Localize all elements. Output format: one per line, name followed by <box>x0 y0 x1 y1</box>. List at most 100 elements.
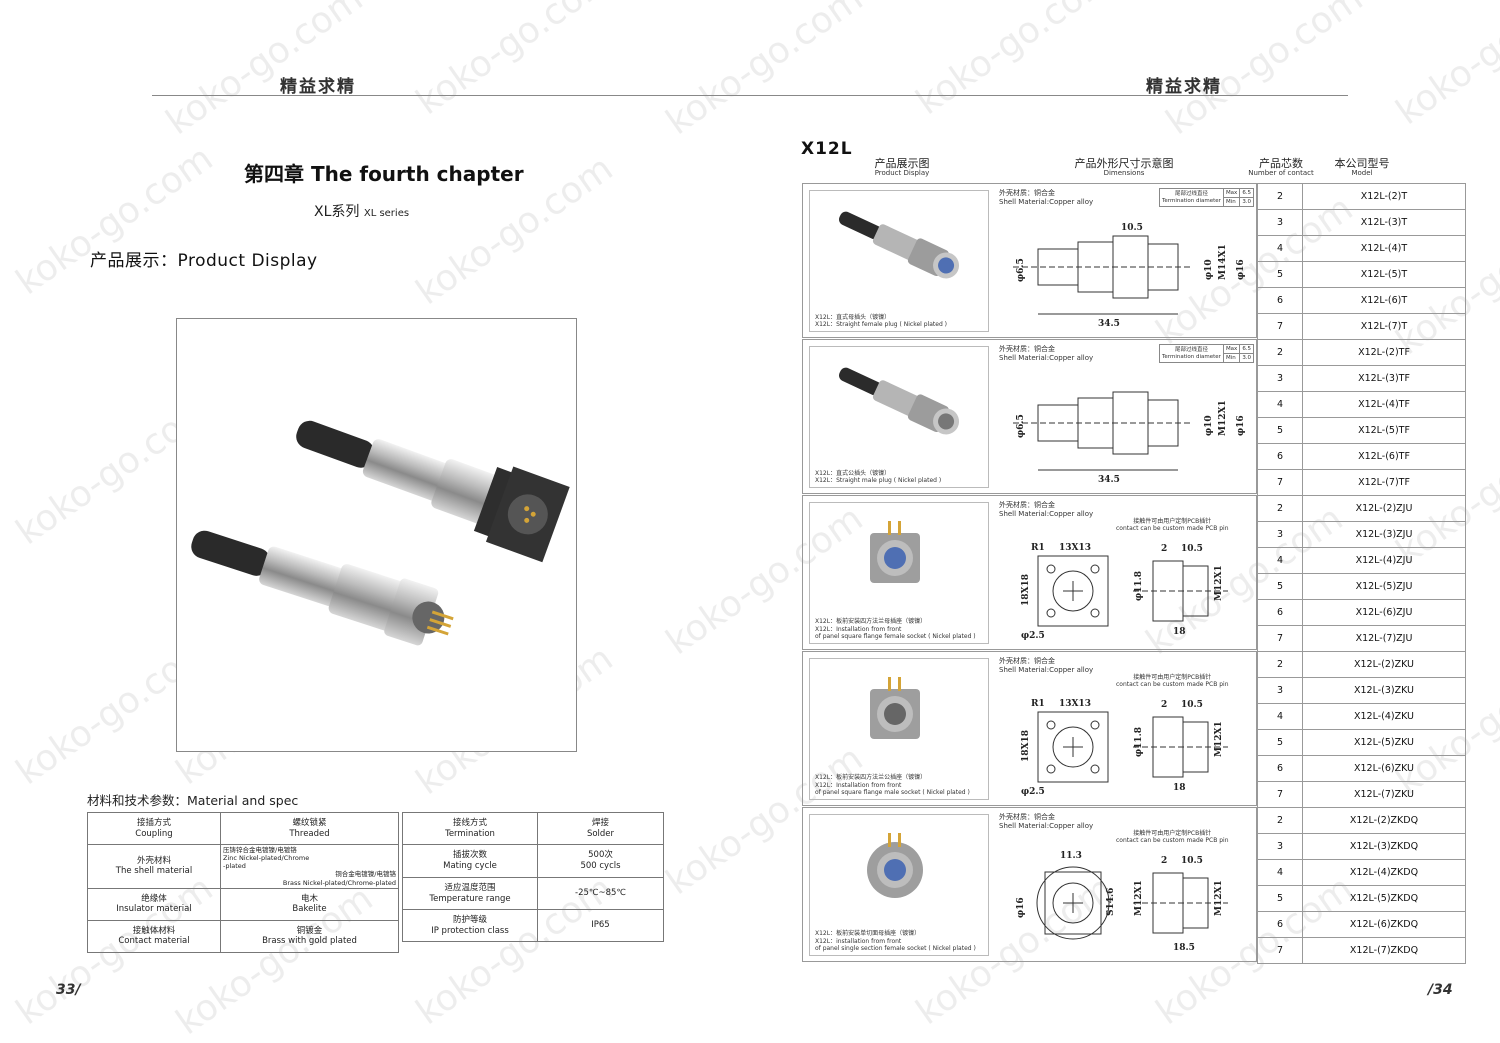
spec-key-en: Insulator material <box>116 904 192 915</box>
model-number: X12L-(7)T <box>1302 313 1466 340</box>
spec-key-en: Contact material <box>118 936 190 947</box>
caption-line: of panel single section female socket ( … <box>815 944 976 952</box>
shell-material-cn: 外壳材质：铜合金 <box>999 345 1055 353</box>
product-thumbnail: X12L：板前安装四方法兰母插座（镀镍）X12L：Installation fr… <box>809 502 989 644</box>
spec-key: 防护等级 <box>452 914 487 925</box>
model-number: X12L-(5)TF <box>1302 417 1466 444</box>
spec-key: 绝缘体 <box>141 893 167 904</box>
dimension-label: M12X1 <box>1214 565 1224 601</box>
dimension-label: 2 <box>1161 856 1167 866</box>
spec-value: 500次 <box>588 850 613 861</box>
product-caption: X12L：板前安装四方法兰公插座（镀镍）X12L：Installation fr… <box>815 774 970 796</box>
term-min-value: 3.0 <box>1239 197 1255 207</box>
contact-count: 4 <box>1257 703 1303 730</box>
dimension-label: 34.5 <box>1098 475 1120 485</box>
series-en: XL series <box>363 208 410 219</box>
connector-icon <box>867 833 923 898</box>
caption-line: X12L：板前安装四方法兰公插座（镀镍） <box>815 774 927 782</box>
spec-key: 适应温度范围 <box>444 882 496 893</box>
connector-photo-illustration <box>191 420 570 646</box>
product-thumbnail: X12L：直式母插头（镀镍）X12L：Straight female plug … <box>809 190 989 332</box>
contact-count: 2 <box>1257 495 1303 522</box>
contact-count: 5 <box>1257 573 1303 600</box>
watermark-text: koko-go.com <box>1388 0 1500 134</box>
spec-value: IP65 <box>591 920 610 931</box>
product-thumbnail: X12L：板前安装单切面母插座（镀镍）X12L：installation fro… <box>809 814 989 956</box>
spec-value-en: Bakelite <box>292 904 327 915</box>
dimension-label: φ10 <box>1204 415 1214 436</box>
dimension-label: φ16 <box>1016 897 1026 918</box>
spec-value: 压铸锌合金电镀镍/电镀铬 <box>223 846 297 854</box>
term-label-cn: 尾部过线直径 <box>1174 347 1208 354</box>
dimension-label: 10.5 <box>1181 700 1203 710</box>
spec-key: 接插方式 <box>136 817 171 828</box>
contact-count: 2 <box>1257 651 1303 678</box>
product-row: X12L：板前安装四方法兰母插座（镀镍）X12L：Installation fr… <box>802 495 1257 650</box>
dimension-label: 18X18 <box>1021 730 1031 762</box>
dimension-label: R1 <box>1031 543 1045 553</box>
column-header-dimensions: 产品外形尺寸示意图 Dimensions <box>1054 157 1194 178</box>
column-header-cn: 产品外形尺寸示意图 <box>1074 157 1174 170</box>
spec-value: 铜合金电镀镍/电镀铬 <box>335 870 396 879</box>
dimension-label: 2 <box>1161 700 1167 710</box>
product-caption: X12L：直式母插头（镀镍）X12L：Straight female plug … <box>815 314 947 328</box>
watermark-text: koko-go.com <box>408 0 621 124</box>
left-header-slogan: 精益求精 <box>280 77 356 97</box>
spec-value-en: Brass with gold plated <box>262 936 357 947</box>
contact-count: 6 <box>1257 911 1303 938</box>
term-label-en: Termination diameter <box>1162 197 1221 204</box>
contact-count: 4 <box>1257 235 1303 262</box>
left-page-number: 33/ <box>56 982 81 998</box>
product-thumbnail: X12L：直式公插头（镀镍）X12L：Straight male plug ( … <box>809 346 989 488</box>
model-number: X12L-(3)ZKDQ <box>1302 833 1466 860</box>
model-number: X12L-(4)ZKU <box>1302 703 1466 730</box>
spec-value: 螺纹锁紧 <box>292 817 327 828</box>
contact-count: 4 <box>1257 859 1303 886</box>
term-min-label: Min <box>1222 353 1241 363</box>
caption-line: X12L：Straight male plug ( Nickel plated … <box>815 476 942 484</box>
dimension-label: φ6.5 <box>1016 414 1026 438</box>
term-max-value: 6.5 <box>1239 344 1255 354</box>
contact-count: 3 <box>1257 677 1303 704</box>
column-header-cn: 本公司型号 <box>1334 157 1390 170</box>
dimension-label: φ11.8 <box>1134 727 1144 757</box>
pcb-note-cn: 接触件可由用户定制PCB插针 <box>1133 674 1212 681</box>
contact-count: 2 <box>1257 183 1303 210</box>
spec-key: 插拔次数 <box>452 850 487 861</box>
spec-key: 接触体材料 <box>132 925 176 936</box>
shell-material-cn: 外壳材质：铜合金 <box>999 189 1055 197</box>
spec-value: 焊接 <box>591 817 609 828</box>
model-number: X12L-(4)ZJU <box>1302 547 1466 574</box>
dimension-label: 18 <box>1173 783 1186 793</box>
column-header-en: Model <box>1351 169 1373 178</box>
caption-line: X12L：installation from front <box>815 937 902 945</box>
dimension-label: φ2.5 <box>1021 631 1045 641</box>
model-number: X12L-(7)ZKDQ <box>1302 937 1466 964</box>
model-number: X12L-(4)T <box>1302 235 1466 262</box>
product-row: X12L：直式母插头（镀镍）X12L：Straight female plug … <box>802 183 1257 338</box>
column-header-en: Product Display <box>874 169 930 178</box>
model-number: X12L-(5)ZKU <box>1302 729 1466 756</box>
contact-count: 5 <box>1257 729 1303 756</box>
spec-key-en: Termination <box>445 828 495 839</box>
model-number: X12L-(3)ZKU <box>1302 677 1466 704</box>
term-max-label: Max <box>1222 344 1241 354</box>
spec-value-en: Threaded <box>289 828 330 839</box>
